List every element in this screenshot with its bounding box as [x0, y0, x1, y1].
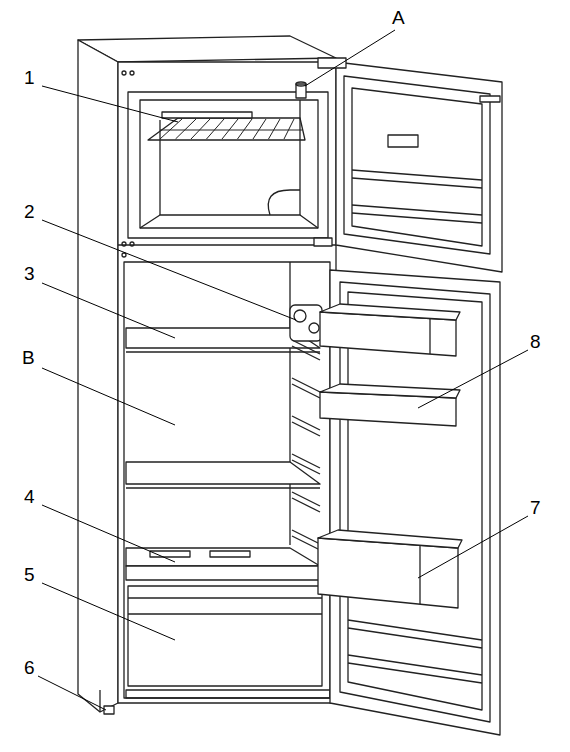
wire-rod: [292, 384, 320, 398]
callout-label: 1: [24, 68, 35, 87]
door-rack: [352, 205, 482, 215]
callout-label: 8: [530, 332, 541, 351]
crisper-cover-front: [126, 566, 320, 580]
callout-label: 5: [24, 565, 35, 584]
wire-rod: [292, 346, 320, 360]
crisper-drawer: [128, 586, 322, 686]
door-bin: [320, 384, 460, 426]
side-edge: [99, 690, 100, 712]
door-bin: [318, 530, 462, 608]
glass-shelf: [126, 462, 320, 484]
callout-label: 4: [24, 487, 35, 506]
bottom-trim: [126, 690, 330, 698]
freezer-back: [299, 100, 300, 215]
door-rack: [348, 663, 482, 683]
callout-label: 7: [530, 498, 541, 517]
leader-lines: [38, 30, 528, 710]
callout-label: A: [392, 8, 405, 27]
door-bin: [320, 304, 460, 356]
wire-rod: [269, 119, 281, 139]
hinge-hole: [130, 71, 134, 75]
wire-rod: [176, 119, 197, 139]
divider: [118, 244, 336, 245]
cabinet-front: [118, 62, 336, 703]
cabinet-top: [78, 36, 336, 62]
freezer-back: [159, 120, 160, 215]
wire-rod: [284, 119, 294, 139]
wire-rod: [292, 416, 320, 430]
wire-rod: [253, 119, 266, 139]
hinge-hole: [130, 242, 134, 246]
crisper-cover: [126, 548, 320, 566]
door-rack: [352, 213, 482, 223]
hinge-hole: [122, 242, 126, 246]
freezer-door-liner: [344, 76, 490, 254]
wire-rod: [292, 536, 320, 550]
wire-rod: [292, 378, 320, 392]
callout-label: 6: [24, 658, 35, 677]
wire-rod: [238, 119, 253, 139]
freezer-device: [296, 82, 306, 86]
door-rack: [352, 170, 482, 180]
control-panel: [388, 135, 418, 147]
glass-shelf-edge: [126, 351, 320, 352]
fridge-door-panel: [348, 292, 482, 710]
glass-shelf-edge: [126, 487, 320, 488]
freezer-cavity: [128, 92, 328, 238]
wire-rod: [207, 119, 225, 139]
door-stop: [480, 96, 500, 102]
middle-hinge: [314, 238, 332, 246]
freezer-floor: [140, 215, 318, 228]
wire-shelf: [148, 118, 305, 140]
wire-rod: [292, 454, 320, 468]
callout-label: 2: [24, 202, 35, 221]
door-rack: [352, 178, 482, 188]
thermostat-lamp: [290, 305, 322, 341]
wire-rod: [292, 460, 320, 474]
wire-rod: [191, 119, 210, 139]
wire-rod: [160, 130, 302, 131]
wire-rod: [292, 340, 320, 354]
fridge-cavity: [124, 262, 330, 698]
freezer-pipe: [268, 190, 300, 215]
wire-rod: [292, 530, 320, 544]
wire-rod: [292, 498, 320, 512]
hinge-hole: [122, 71, 126, 75]
door-rack: [348, 655, 482, 675]
door-rack: [348, 628, 482, 648]
door-rack: [348, 620, 482, 640]
crisper-rim: [128, 597, 322, 598]
shelf-tray: [162, 112, 252, 118]
hinge-hole: [122, 253, 126, 257]
cover-vent: [210, 551, 250, 557]
crisper-rim: [128, 613, 322, 614]
thermostat-knob: [309, 323, 319, 333]
callout-label: 3: [24, 264, 35, 283]
freezer-door: [336, 62, 502, 272]
wire-rod: [292, 422, 320, 436]
freezer-door-panel: [352, 88, 482, 246]
cabinet-side: [78, 40, 118, 712]
fridge-back: [289, 262, 290, 545]
wire-rod: [292, 492, 320, 506]
callout-label: B: [22, 348, 35, 367]
wire-rod: [222, 119, 238, 139]
